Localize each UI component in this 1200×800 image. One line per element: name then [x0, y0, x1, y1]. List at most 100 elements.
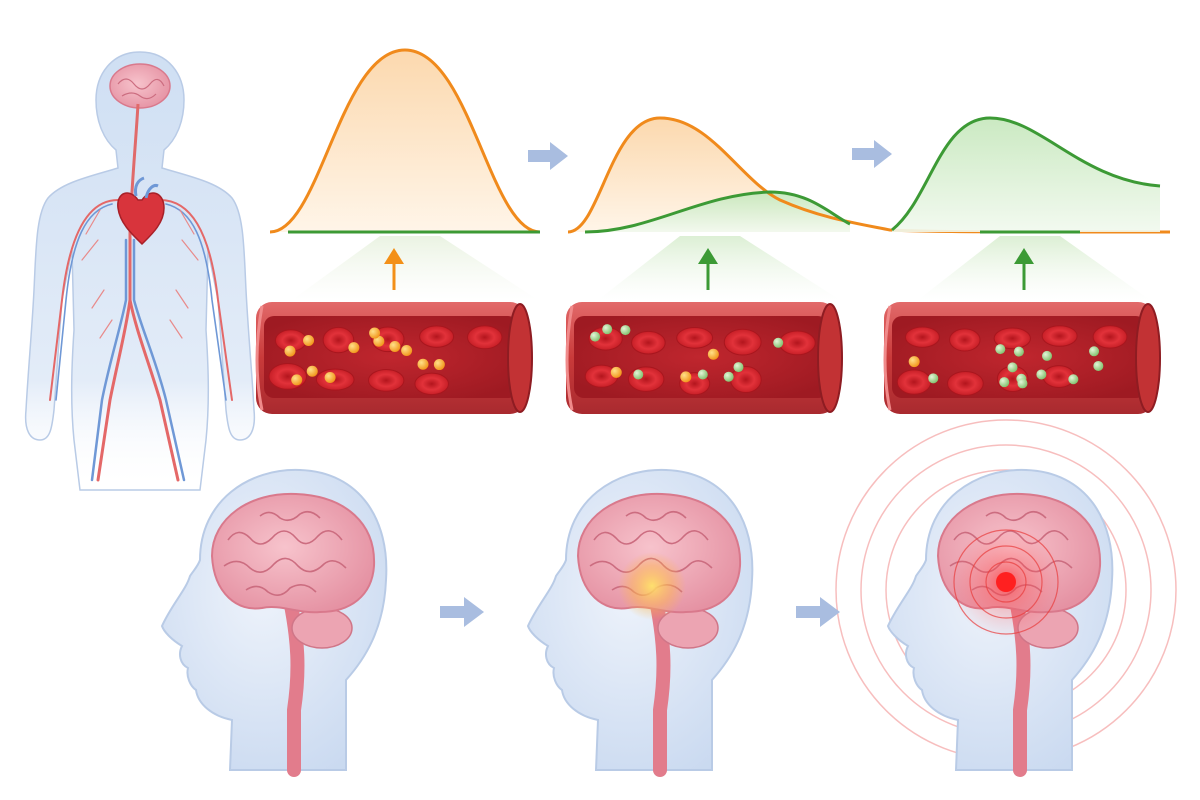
- red-blood-cell: [949, 328, 981, 352]
- orange-particle: [369, 327, 381, 339]
- body-silhouette: [24, 51, 256, 491]
- green-particle: [1013, 346, 1024, 357]
- human-body-circulatory-icon: [24, 51, 256, 491]
- green-particle: [999, 377, 1010, 388]
- red-blood-cell: [778, 330, 816, 356]
- green-particle: [1007, 362, 1018, 373]
- vessel-end-cap: [507, 303, 533, 413]
- up-arrow-icon: [384, 248, 404, 290]
- stage-2-green-curve: [584, 190, 851, 234]
- stage-3-curve-chart: [891, 116, 1161, 234]
- brain-folds: [223, 510, 347, 596]
- orange-particle: [324, 372, 336, 384]
- orange-particle: [707, 348, 719, 360]
- vessel-rim: [255, 305, 264, 411]
- orange-particle: [348, 342, 360, 354]
- orange-particle: [389, 341, 401, 353]
- green-particle: [602, 324, 613, 335]
- stage-3-green-curve: [891, 116, 1161, 232]
- red-blood-cell: [419, 325, 455, 348]
- green-particle: [928, 373, 939, 384]
- green-particle: [1089, 346, 1100, 357]
- orange-particle: [401, 344, 413, 356]
- green-particle: [723, 371, 734, 382]
- red-blood-cell: [631, 330, 666, 355]
- stage-1-orange-fill: [270, 50, 540, 232]
- orange-particle: [908, 356, 920, 368]
- orange-particle: [433, 359, 445, 371]
- stage-1-curve-chart: [269, 48, 541, 234]
- red-blood-cell: [1092, 325, 1128, 349]
- stage-3-beam: [918, 236, 1150, 300]
- blood-vessels: [49, 199, 233, 482]
- red-blood-cell: [1041, 325, 1078, 347]
- green-particle: [620, 325, 631, 336]
- stage-1-head: [160, 468, 388, 777]
- green-particle: [1017, 378, 1028, 389]
- green-particle: [1036, 369, 1047, 380]
- red-blood-cell: [947, 371, 984, 396]
- orange-particle: [417, 358, 429, 370]
- stage-1-vessel: [255, 302, 533, 414]
- head-brain-row: [160, 419, 1177, 777]
- red-blood-cell: [368, 369, 405, 392]
- body-brain: [109, 63, 171, 109]
- vessel-rim: [883, 305, 892, 411]
- red-blood-cell: [904, 326, 940, 348]
- orange-particle: [306, 365, 318, 377]
- brainstem: [283, 593, 305, 777]
- vessel-end-cap: [817, 303, 843, 413]
- blood-vessel-row: [255, 302, 1161, 414]
- red-blood-cell: [676, 326, 714, 349]
- focal-spot: [996, 572, 1016, 592]
- stage-2-beam: [598, 236, 840, 300]
- heart-icon: [117, 176, 165, 246]
- body-brain-folds: [117, 78, 165, 100]
- green-particle: [733, 362, 744, 373]
- green-particle: [697, 369, 708, 380]
- red-blood-cell: [896, 369, 932, 395]
- red-blood-cell: [627, 366, 665, 392]
- red-blood-cell: [723, 328, 762, 356]
- green-particle: [633, 369, 644, 380]
- orange-particle: [291, 374, 303, 386]
- stage-2-vessel: [565, 302, 843, 414]
- green-particle: [590, 331, 601, 342]
- stage-3-head: [835, 419, 1177, 777]
- red-blood-cell: [322, 326, 355, 354]
- orange-particle: [284, 345, 296, 357]
- red-blood-cell: [993, 327, 1031, 350]
- red-blood-cell: [414, 372, 449, 396]
- orange-particle: [680, 371, 692, 383]
- vessel-end-cap: [1135, 303, 1161, 413]
- stage-3-vessel: [883, 302, 1161, 414]
- up-arrow-icon: [1014, 248, 1034, 290]
- vessel-rim: [565, 305, 574, 411]
- green-particle: [995, 344, 1006, 355]
- stage-2-curve-chart: [567, 116, 1171, 234]
- flow-arrow-icon: [440, 597, 484, 627]
- orange-particle: [373, 335, 385, 347]
- stage-1-beam: [292, 236, 538, 300]
- orange-particle: [610, 366, 622, 378]
- green-particle: [773, 337, 784, 348]
- focal-ring: [985, 561, 1027, 603]
- stage-2-head: [526, 468, 754, 777]
- stage-1-orange-curve: [269, 48, 541, 234]
- cerebellum: [291, 607, 353, 649]
- orange-particle: [303, 335, 315, 347]
- stage-3-green-fill: [892, 118, 1160, 232]
- cerebrum: [210, 492, 376, 614]
- focal-ring: [953, 529, 1059, 635]
- focal-ring: [969, 545, 1043, 619]
- red-blood-cell: [466, 325, 503, 350]
- brain-glow-mild: [618, 552, 686, 620]
- flow-arrow-icon: [528, 142, 568, 170]
- green-particle: [1068, 374, 1079, 385]
- green-particle: [1093, 360, 1104, 371]
- up-arrow-icon: [698, 248, 718, 290]
- green-particle: [1042, 350, 1053, 361]
- flow-arrow-icon: [796, 597, 840, 627]
